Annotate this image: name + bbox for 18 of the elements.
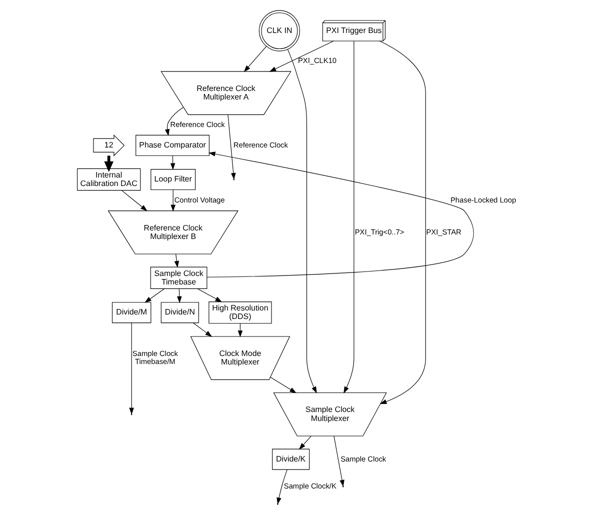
arrow (164, 107, 183, 136)
arrow (196, 288, 222, 302)
arrow (144, 288, 164, 303)
arrow (206, 152, 474, 278)
arrow (268, 40, 334, 72)
arrow (378, 40, 426, 404)
arrow (120, 190, 147, 212)
arrow (343, 40, 354, 394)
arrow (176, 288, 182, 304)
arrow (286, 49, 316, 394)
arrow (170, 190, 175, 212)
arrow (298, 436, 311, 450)
arrow (243, 46, 266, 72)
arrow (192, 322, 212, 337)
arrow (270, 376, 296, 394)
arrow (174, 254, 179, 268)
arrow (104, 156, 113, 172)
arrow (276, 469, 287, 504)
